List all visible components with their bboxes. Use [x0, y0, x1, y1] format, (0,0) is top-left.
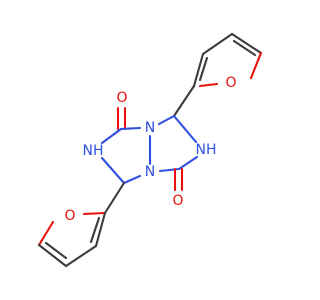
bond-furan-top-c2-c3 — [192, 52, 205, 88]
bond-furan-bottom-to-core — [103, 181, 126, 215]
atom-o-furan-bottom: O — [64, 208, 75, 224]
atom-o-carbonyl-bottom: O — [172, 193, 183, 209]
atom-nh-right: NH — [196, 142, 217, 158]
bond-furan-top-c4-c5-double — [232, 39, 257, 57]
bond-furan-bottom-c3-c2 — [94, 211, 107, 248]
atom-labels: O O N NH NH N O O — [64, 75, 236, 224]
bonds — [37, 32, 263, 268]
bond-furan-top-c5-o — [249, 51, 263, 80]
bond-furan-top-c2-c3-double — [198, 56, 209, 82]
atom-o-carbonyl-top: O — [116, 90, 127, 106]
atom-n-bridge-bottom: N — [145, 164, 155, 180]
bond-furan-bottom-c2-o — [82, 211, 107, 216]
bond-n-top-c-top-right — [157, 114, 176, 126]
atom-n-bridge-top: N — [145, 120, 155, 136]
bond-furan-top-c4-c5 — [230, 32, 263, 55]
bond-furan-bottom-c4-c3 — [64, 244, 98, 268]
bond-furan-bottom-o-c5 — [37, 220, 55, 247]
molecule-structure: O O N NH NH N O O — [37, 32, 263, 268]
bond-furan-bottom-c5-c4 — [37, 243, 68, 268]
atom-o-furan-top: O — [225, 75, 236, 91]
bond-furan-bottom-c3-c2-double — [89, 216, 101, 244]
bond-c-bottom-left-nh-left — [100, 156, 126, 185]
bond-furan-top-c3-c4 — [201, 32, 234, 56]
bond-nh-left-c-top-left — [100, 127, 123, 145]
bond-nh-right-c-bottom-right — [177, 155, 199, 171]
bond-furan-top-to-core — [172, 84, 196, 118]
bond-furan-bottom-c5-c4-double — [44, 241, 68, 260]
atom-nh-left: NH — [83, 143, 104, 159]
bond-c-top-right-nh-right — [172, 114, 198, 144]
bond-furan-top-o-c2 — [198, 82, 219, 88]
bond-c-bottom-right-n-bottom — [158, 167, 181, 173]
bond-c-top-left-n-top — [119, 126, 142, 131]
bond-n-bottom-c-bottom-left — [122, 174, 142, 185]
